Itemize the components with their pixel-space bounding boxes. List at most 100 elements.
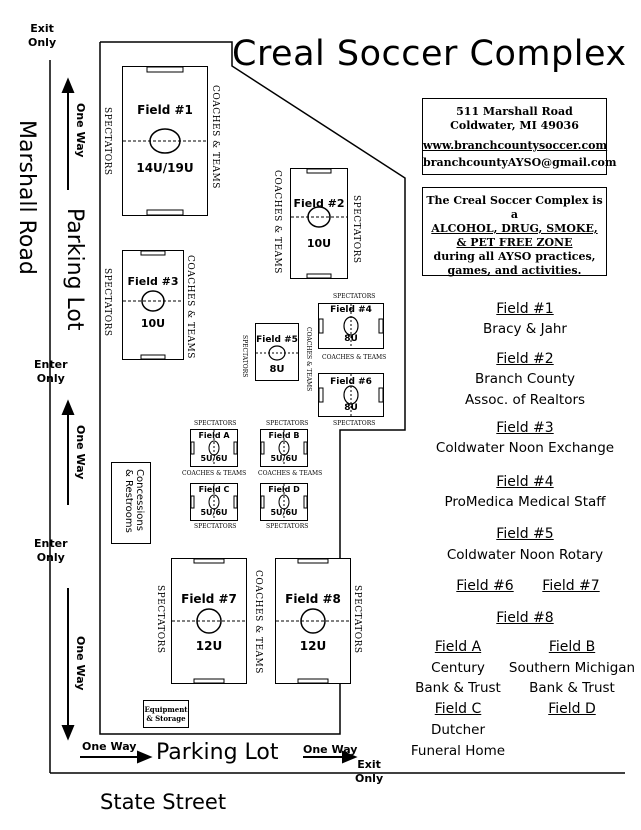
one-way-label-low: One Way (74, 636, 87, 691)
sponsor-text-f5: Coldwater Noon Rotary (446, 547, 604, 563)
sponsor-heading-f6: Field #6 (456, 578, 514, 594)
exit-only-bottom: Exit Only (355, 758, 383, 786)
coaches-label: COACHES & TEAMS (305, 327, 312, 392)
field-markings (319, 304, 383, 348)
spectators-label: SPECTATORS (333, 293, 376, 300)
concessions-label: Concessions & Restrooms (123, 469, 145, 533)
marshall-road-label: Marshall Road (14, 120, 39, 275)
field-name: Field #8 (285, 592, 341, 606)
field-2: Field #2 10U (290, 168, 348, 279)
field-name: Field #4 (330, 305, 372, 315)
one-way-label-top: One Way (74, 103, 87, 158)
field-markings (123, 67, 207, 215)
sponsor-text-fa-2: Bank & Trust (415, 680, 501, 696)
storage-label: & Storage (146, 714, 186, 723)
sponsor-heading-f3: Field #3 (496, 420, 554, 436)
field-age: 14U/19U (136, 161, 194, 175)
field-name: Field #1 (137, 103, 193, 117)
field-markings (172, 559, 246, 683)
policy-line-3: & PET FREE ZONE (456, 236, 573, 249)
field-age: 5U/6U (270, 454, 298, 463)
coaches-label: COACHES & TEAMS (272, 170, 282, 274)
field-age: 5U/6U (270, 508, 298, 517)
email-text: branchcountyAYSO@gmail.com (423, 156, 617, 169)
exit-word: Exit (30, 22, 54, 35)
spectators-label: SPECTATORS (194, 420, 237, 427)
coaches-label: COACHES & TEAMS (258, 470, 323, 477)
field-3: Field #3 10U (122, 250, 184, 360)
field-markings (123, 251, 183, 359)
field-age: 10U (306, 237, 332, 250)
field-age: 5U/6U (200, 454, 228, 463)
field-markings (276, 559, 350, 683)
website-link[interactable]: www.branchcountysoccer.com (423, 139, 608, 152)
field-b: Field B 5U/6U (260, 429, 308, 467)
field-name: Field A (198, 431, 230, 440)
spectators-label: SPECTATORS (266, 523, 309, 530)
one-way-label-mid: One Way (74, 425, 87, 480)
field-age: 12U (299, 639, 327, 653)
only-word: Only (36, 372, 65, 385)
sponsor-heading-fd: Field D (548, 701, 596, 717)
field-name: Field #3 (127, 275, 179, 288)
spectators-label: SPECTATORS (266, 420, 309, 427)
sponsor-heading-f4: Field #4 (496, 474, 554, 490)
sponsor-heading-f2: Field #2 (496, 351, 554, 367)
one-way-label-south-1: One Way (82, 740, 137, 753)
spectators-label: SPECTATORS (333, 420, 376, 427)
spectators-label: SPECTATORS (102, 268, 112, 337)
spectators-label: SPECTATORS (155, 585, 165, 654)
field-markings (191, 484, 237, 520)
field-name: Field #5 (256, 335, 298, 345)
field-8: Field #8 12U (275, 558, 351, 684)
field-5: Field #5 8U (255, 323, 299, 381)
sponsor-text-fc-2: Funeral Home (410, 743, 506, 759)
field-d: Field D 5U/6U (260, 483, 308, 521)
page-title: Creal Soccer Complex (232, 34, 627, 74)
field-age: 12U (195, 639, 223, 653)
sponsor-text-fb-2: Bank & Trust (529, 680, 615, 696)
concessions-building: Concessions & Restrooms (111, 462, 151, 544)
address-line-2: Coldwater, MI 49036 (450, 119, 579, 132)
one-way-label-south-2: One Way (303, 743, 358, 756)
spectators-label: SPECTATORS (241, 335, 248, 378)
policy-line-2: ALCOHOL, DRUG, SMOKE, (431, 222, 598, 235)
sponsor-heading-f5: Field #5 (496, 526, 554, 542)
enter-word: Enter (34, 358, 68, 371)
field-markings (261, 430, 307, 466)
field-name: Field D (268, 485, 300, 494)
exit-only-top: Exit Only (28, 22, 56, 50)
policy-box: The Creal Soccer Complex is a ALCOHOL, D… (422, 187, 607, 277)
field-markings (261, 484, 307, 520)
field-a: Field A 5U/6U (190, 429, 238, 467)
only-word: Only (36, 551, 65, 564)
sponsor-text-fb-1: Southern Michigan (508, 660, 636, 676)
spectators-label: SPECTATORS (102, 107, 112, 176)
sponsor-heading-f7: Field #7 (542, 578, 600, 594)
parking-lot-south-label: Parking Lot (156, 740, 279, 765)
field-age: 8U (269, 364, 285, 375)
coaches-label: COACHES & TEAMS (185, 255, 195, 359)
spectators-label: SPECTATORS (351, 195, 361, 264)
sponsor-text-f2-2: Assoc. of Realtors (464, 392, 586, 408)
field-6: Field #6 8U (318, 373, 384, 417)
field-name: Field C (198, 485, 230, 494)
field-name: Field #6 (330, 377, 372, 387)
policy-line-4: during all AYSO practices, (433, 250, 596, 263)
field-markings (256, 345, 298, 361)
coaches-label: COACHES & TEAMS (210, 85, 220, 189)
field-name: Field B (268, 431, 300, 440)
coaches-label: COACHES & TEAMS (253, 570, 263, 674)
field-markings (291, 169, 347, 278)
field-age: 5U/6U (200, 508, 228, 517)
field-name: Field #7 (181, 592, 237, 606)
field-1: Field #1 14U/19U (122, 66, 208, 216)
field-7: Field #7 12U (171, 558, 247, 684)
sponsor-heading-f1: Field #1 (496, 301, 554, 317)
state-street-label: State Street (100, 790, 227, 814)
field-c: Field C 5U/6U (190, 483, 238, 521)
parking-lot-west-label: Parking Lot (62, 208, 87, 331)
field-age: 8U (344, 403, 358, 413)
sponsor-heading-fb: Field B (548, 639, 596, 655)
